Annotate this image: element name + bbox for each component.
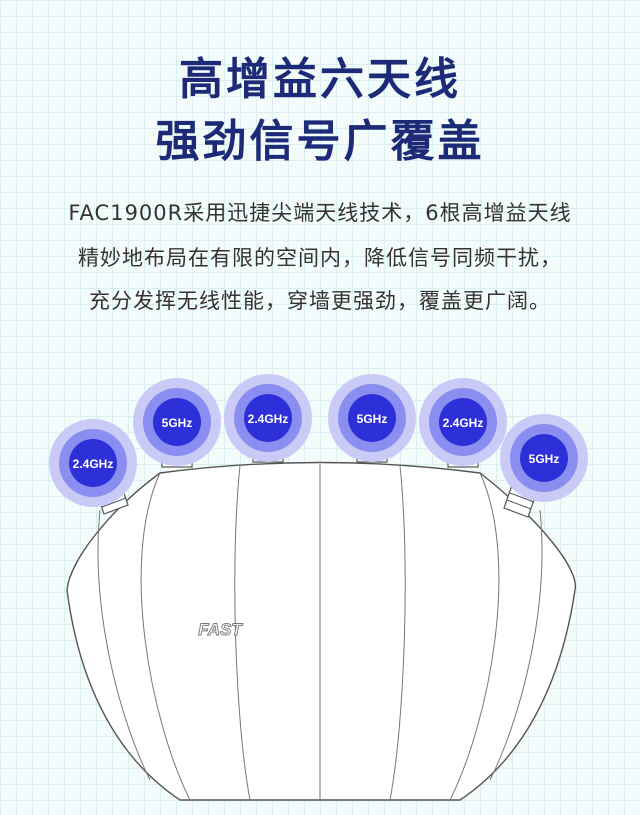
antenna-6: 5GHz <box>500 414 588 518</box>
router-logo: FAST <box>198 620 243 639</box>
antenna-3: 2.4GHz <box>224 374 312 463</box>
signal-core <box>348 394 396 442</box>
description-line-2: 精妙地布局在有限的空间内，降低信号同频干扰， <box>78 246 562 270</box>
headline-line-1: 高增益六天线 <box>179 54 461 105</box>
antenna-1: 2.4GHz <box>49 419 137 515</box>
antenna-band-label: 5GHz <box>357 412 388 426</box>
antenna-2: 5GHz <box>133 378 221 468</box>
description-line-1: FAC1900R采用迅捷尖端天线技术，6根高增益天线 <box>68 201 572 225</box>
signal-core <box>153 398 201 446</box>
signal-core <box>244 394 292 442</box>
headline-line-2: 强劲信号广覆盖 <box>155 116 485 167</box>
router-illustration: FAST 2.4GHz 5GHz 2.4 <box>49 374 588 801</box>
signal-core <box>439 398 487 446</box>
antenna-band-label: 2.4GHz <box>248 412 289 426</box>
description-line-3: 充分发挥无线性能，穿墙更强劲，覆盖更广阔。 <box>89 289 551 313</box>
antenna-band-label: 2.4GHz <box>443 416 484 430</box>
signal-core <box>520 434 568 482</box>
signal-core <box>69 439 117 487</box>
antenna-band-label: 2.4GHz <box>73 457 114 471</box>
antenna-band-label: 5GHz <box>162 416 193 430</box>
antenna-band-label: 5GHz <box>529 452 560 466</box>
router-body: FAST <box>66 461 577 801</box>
antenna-4: 5GHz <box>328 374 416 463</box>
antenna-5: 2.4GHz <box>419 378 507 468</box>
